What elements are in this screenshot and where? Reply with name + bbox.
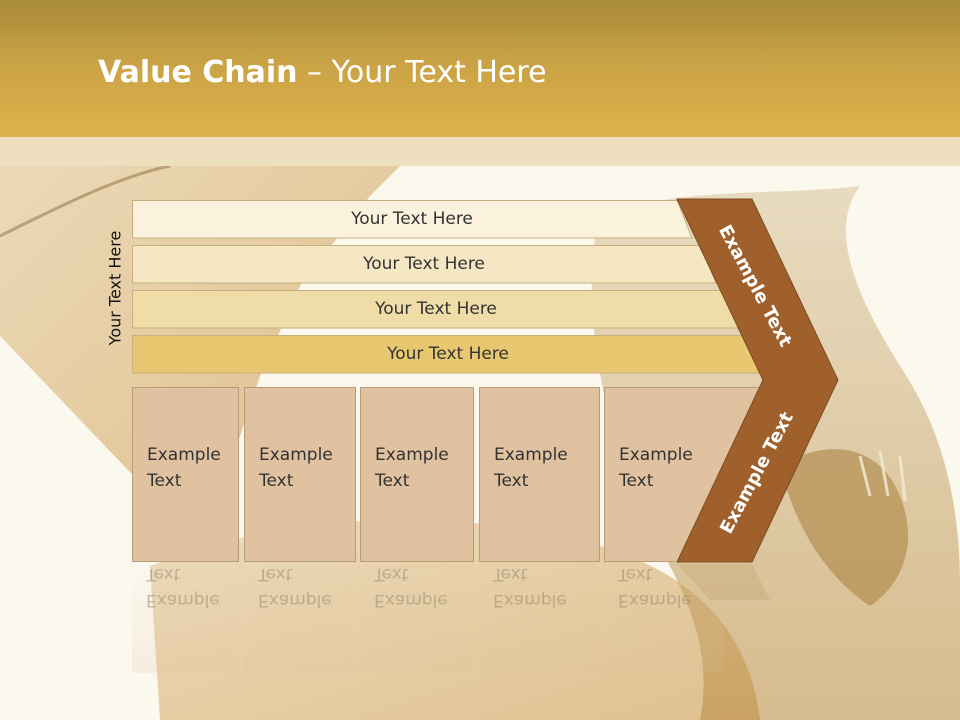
primary-box-2: Example Text	[244, 387, 356, 562]
title-rest: – Your Text Here	[297, 55, 547, 90]
box-line-1: Example	[375, 445, 449, 465]
box-line-1: Example	[494, 445, 568, 465]
box-line-2: Text	[375, 471, 410, 491]
header-band	[0, 0, 960, 137]
primary-box-4: Example Text	[479, 387, 600, 562]
box-line-1: Example	[619, 445, 693, 465]
box-line-1: Example	[147, 445, 221, 465]
box-line-1: Example	[259, 445, 333, 465]
page-title: Value Chain – Your Text Here	[98, 55, 547, 90]
primary-box-3: Example Text	[360, 387, 474, 562]
header-sub-band	[0, 137, 960, 166]
primary-box-1: Example Text	[132, 387, 239, 562]
box-line-2: Text	[259, 471, 294, 491]
box-line-2: Text	[619, 471, 654, 491]
box-line-2: Text	[494, 471, 529, 491]
title-bold: Value Chain	[98, 55, 298, 90]
box-line-2: Text	[147, 471, 182, 491]
